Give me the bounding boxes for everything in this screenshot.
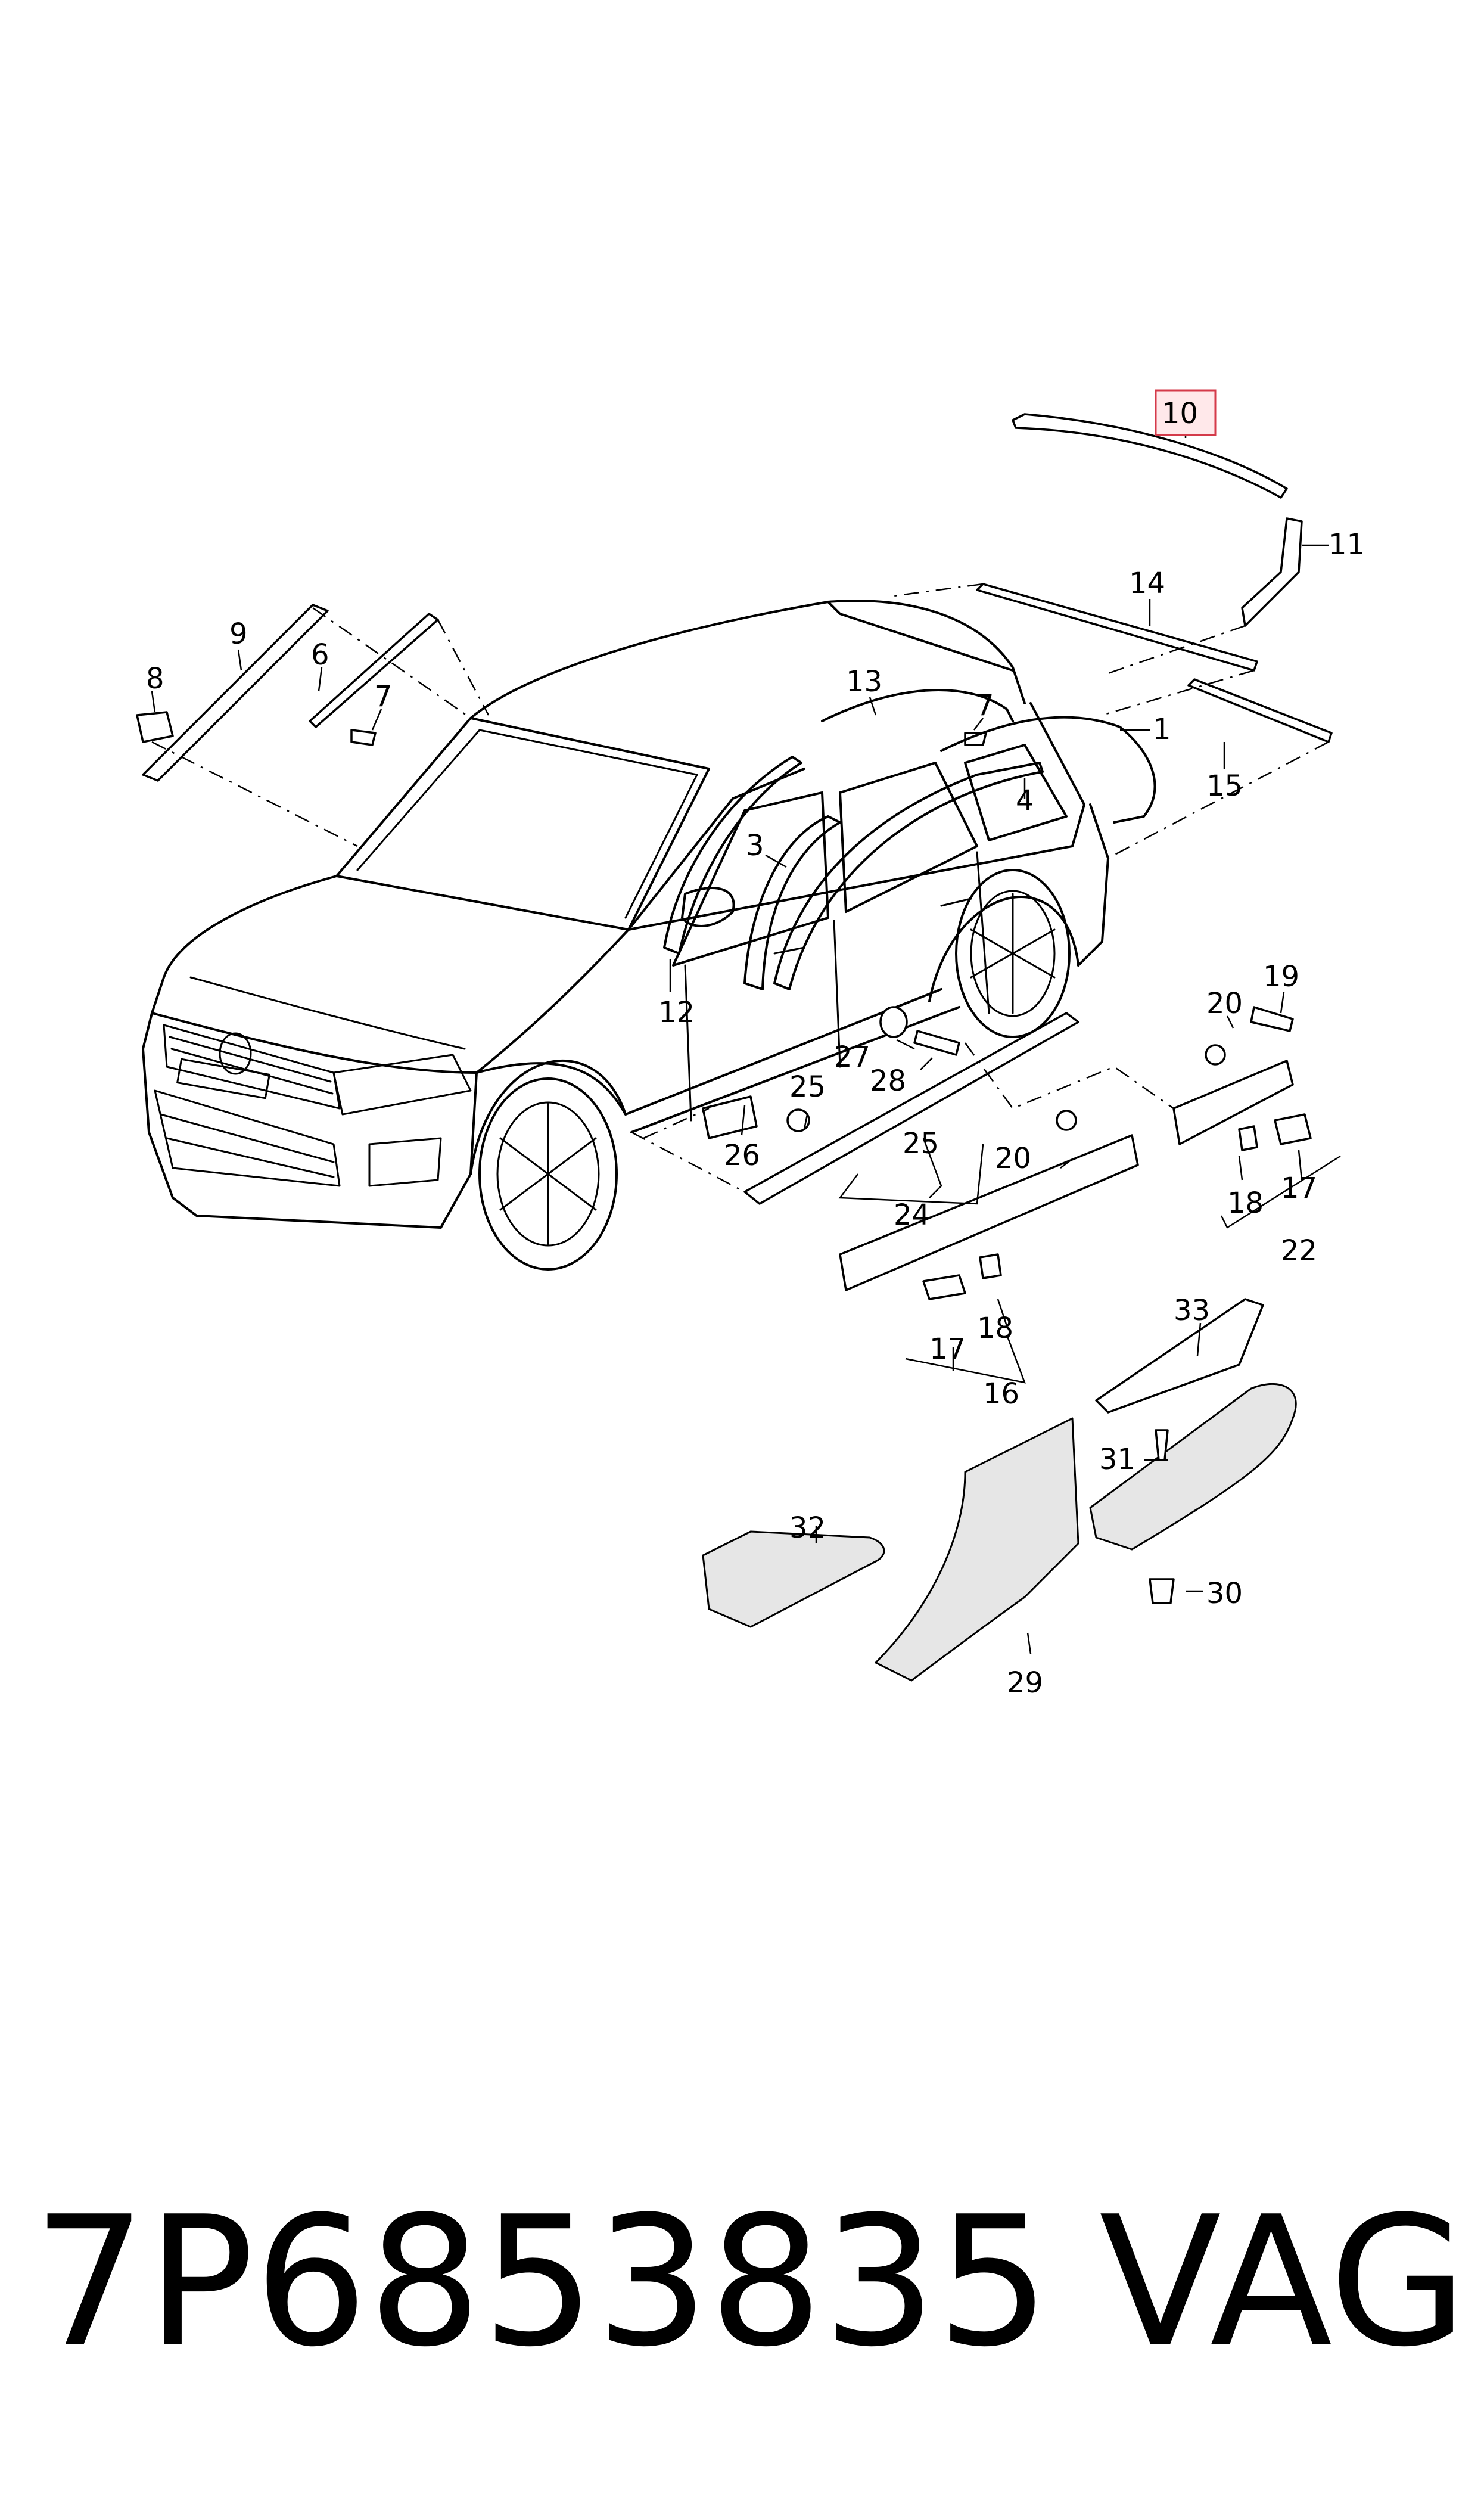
part-9-a-pillar-trim xyxy=(142,604,329,782)
callout-20a: 20 xyxy=(1206,987,1243,1020)
callout-14: 14 xyxy=(1129,567,1165,600)
part-10-roof-trim xyxy=(1012,413,1288,499)
callout-6: 6 xyxy=(311,638,329,672)
callout-11: 11 xyxy=(1329,528,1365,561)
parts-diagram: 1 3 4 6 7 7 8 9 10 11 12 13 14 15 16 17 … xyxy=(136,389,1365,1700)
leader-lines xyxy=(151,426,1341,1654)
callout-24: 24 xyxy=(894,1198,930,1232)
part-15-roof-strip xyxy=(1187,678,1333,743)
highlight-box xyxy=(1155,389,1217,436)
callout-7a: 7 xyxy=(374,680,393,713)
part-4-door-trim xyxy=(773,762,1044,990)
part-13-window-trim xyxy=(821,689,1014,722)
part-3-door-trim xyxy=(743,815,841,990)
part-32-sill-plate xyxy=(702,1530,885,1628)
callout-18a: 18 xyxy=(977,1312,1013,1345)
part-20-clip-right xyxy=(1205,1044,1226,1066)
callout-22: 22 xyxy=(1281,1234,1317,1268)
callout-8: 8 xyxy=(146,662,164,695)
part-12-door-trim xyxy=(663,756,802,955)
callout-18b: 18 xyxy=(1227,1186,1264,1220)
callout-9: 9 xyxy=(229,617,248,651)
part-20-clip-left xyxy=(1056,1110,1077,1131)
part-18-clip-right xyxy=(1238,1125,1258,1151)
callout-20b: 20 xyxy=(995,1142,1031,1175)
callout-4: 4 xyxy=(1016,784,1034,818)
part-25-clip xyxy=(786,1108,810,1132)
part-7-pin-left xyxy=(350,729,377,746)
callout-25a: 25 xyxy=(789,1070,826,1104)
callout-27: 27 xyxy=(834,1040,870,1074)
part-number: 7P6853835 xyxy=(33,2178,1050,2386)
part-22-rear-molding xyxy=(1172,1060,1294,1145)
callout-30: 30 xyxy=(1206,1577,1243,1610)
part-19-bolt xyxy=(1250,1006,1294,1032)
callout-labels: 1 3 4 6 7 7 8 9 10 11 12 13 14 15 16 17 … xyxy=(146,397,1365,1700)
part-17-clip-right xyxy=(1274,1113,1312,1145)
part-24-sill-molding xyxy=(743,1012,1079,1205)
part-16-door-molding xyxy=(839,1134,1139,1291)
part-30-nut xyxy=(1149,1578,1175,1604)
part-1-window-frame-trim xyxy=(940,716,1156,824)
callout-26: 26 xyxy=(724,1139,760,1172)
callout-13: 13 xyxy=(846,665,882,698)
callout-10: 10 xyxy=(1162,397,1198,430)
callout-28: 28 xyxy=(870,1064,906,1098)
car-illustration xyxy=(142,600,1109,1271)
part-8-clip xyxy=(136,711,174,743)
part-31-screw xyxy=(1155,1429,1169,1461)
part-11-trim-end xyxy=(1241,517,1303,627)
callout-3: 3 xyxy=(746,829,764,862)
callout-33: 33 xyxy=(1174,1294,1210,1327)
callout-16: 16 xyxy=(983,1377,1019,1411)
callout-17a: 17 xyxy=(929,1333,966,1366)
callout-25b: 25 xyxy=(903,1127,939,1160)
parts xyxy=(136,413,1333,1682)
callout-31: 31 xyxy=(1099,1443,1135,1476)
callout-7b: 7 xyxy=(976,689,994,722)
callout-12: 12 xyxy=(658,996,695,1029)
callout-15: 15 xyxy=(1206,769,1243,803)
part-27-grommet xyxy=(879,1006,908,1038)
part-28-bolt xyxy=(913,1030,960,1056)
callout-1: 1 xyxy=(1153,713,1171,746)
part-sill-panel xyxy=(1089,1383,1297,1551)
callout-19: 19 xyxy=(1263,960,1299,993)
part-29-sill-cover xyxy=(875,1417,1079,1682)
callout-32: 32 xyxy=(789,1511,826,1545)
callout-29: 29 xyxy=(1007,1666,1043,1700)
callout-17b: 17 xyxy=(1281,1172,1317,1205)
part-14-roof-strip xyxy=(976,583,1258,672)
part-33-sill-plate xyxy=(1095,1298,1264,1414)
part-17-clip-left xyxy=(922,1274,966,1300)
part-18-clip-left xyxy=(979,1253,1002,1279)
brand-label: VAG xyxy=(1099,2178,1468,2386)
